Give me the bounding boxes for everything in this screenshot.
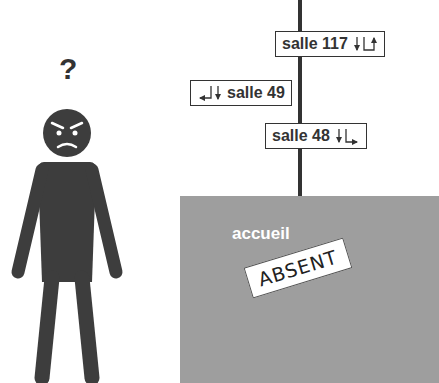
sign-pole bbox=[298, 0, 302, 200]
absent-text: ABSENT bbox=[256, 246, 340, 291]
direction-sign: salle 117 bbox=[275, 31, 385, 57]
arrow-icon bbox=[197, 84, 223, 102]
absent-sticker: ABSENT bbox=[244, 238, 352, 299]
room-label: salle 48 bbox=[272, 127, 330, 145]
room-label: salle 117 bbox=[282, 35, 348, 53]
room-label: salle 49 bbox=[227, 84, 285, 102]
desk-label: accueil bbox=[232, 224, 290, 244]
stick-figure bbox=[18, 109, 116, 378]
arrow-icon bbox=[334, 127, 360, 145]
angry-face bbox=[52, 123, 82, 147]
direction-sign: salle 49 bbox=[190, 80, 292, 106]
question-mark: ? bbox=[59, 52, 77, 86]
reception-desk: accueilABSENT bbox=[180, 196, 439, 383]
direction-sign: salle 48 bbox=[265, 123, 367, 149]
arrow-icon bbox=[352, 35, 378, 53]
